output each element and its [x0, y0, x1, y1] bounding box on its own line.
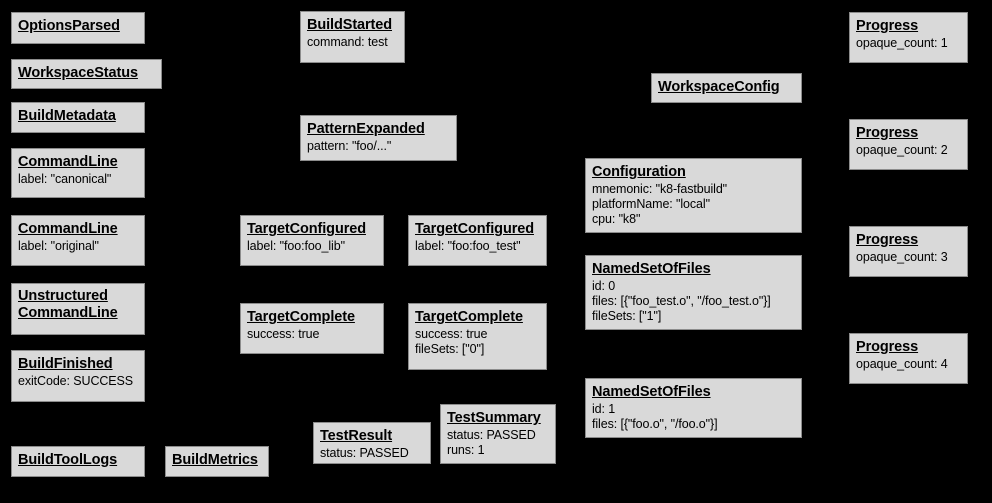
event-node-title: Progress	[856, 18, 919, 34]
event-node-field: cpu: "k8"	[592, 212, 641, 226]
event-node-build-metadata[interactable]: BuildMetadata	[11, 102, 145, 133]
event-node-build-tool-logs[interactable]: BuildToolLogs	[11, 446, 145, 477]
event-node-fields: opaque_count: 4	[856, 357, 961, 372]
event-node-title: Progress	[856, 232, 919, 248]
event-node-command-line-canonical[interactable]: CommandLine label: "canonical"	[11, 148, 145, 198]
event-node-fields: opaque_count: 2	[856, 143, 961, 158]
event-node-unstructured-command-line[interactable]: Unstructured CommandLine	[11, 283, 145, 335]
event-node-fields: pattern: "foo/..."	[307, 139, 450, 154]
event-node-progress-1[interactable]: Progress opaque_count: 1	[849, 12, 968, 63]
event-node-title: TargetComplete	[247, 309, 355, 325]
event-node-field: opaque_count: 3	[856, 250, 948, 264]
event-node-progress-2[interactable]: Progress opaque_count: 2	[849, 119, 968, 170]
event-node-field: pattern: "foo/..."	[307, 139, 392, 153]
event-node-title: TargetConfigured	[415, 221, 534, 237]
event-node-fields: opaque_count: 3	[856, 250, 961, 265]
event-node-fields: exitCode: SUCCESS	[18, 374, 138, 389]
event-node-title: TestResult	[320, 428, 393, 444]
event-node-options-parsed[interactable]: OptionsParsed	[11, 12, 145, 44]
event-node-title: BuildMetadata	[18, 108, 116, 124]
event-node-fields: mnemonic: "k8-fastbuild"platformName: "l…	[592, 182, 795, 227]
event-node-field: id: 1	[592, 402, 616, 416]
event-node-title: Progress	[856, 339, 919, 355]
event-node-fields: label: "foo:foo_lib"	[247, 239, 377, 254]
event-node-title: Unstructured CommandLine	[18, 288, 118, 321]
event-node-configuration[interactable]: Configuration mnemonic: "k8-fastbuild"pla…	[585, 158, 802, 233]
event-node-title: WorkspaceStatus	[18, 65, 138, 81]
event-node-field: exitCode: SUCCESS	[18, 374, 134, 388]
event-node-field: fileSets: ["1"]	[592, 309, 662, 323]
event-node-field: runs: 1	[447, 443, 485, 457]
event-node-title: WorkspaceConfig	[658, 79, 780, 95]
event-node-title: BuildStarted	[307, 17, 393, 33]
event-node-target-complete-lib[interactable]: TargetComplete success: true	[240, 303, 384, 354]
event-node-title: BuildToolLogs	[18, 452, 118, 468]
event-node-field: label: "foo:foo_lib"	[247, 239, 345, 253]
event-node-fields: status: PASSED	[320, 446, 424, 461]
event-node-field: label: "canonical"	[18, 172, 112, 186]
event-node-title: PatternExpanded	[307, 121, 425, 137]
event-node-field: fileSets: ["0"]	[415, 342, 485, 356]
event-node-field: files: [{"foo_test.o", "/foo_test.o"}]	[592, 294, 771, 308]
event-node-fields: label: "original"	[18, 239, 138, 254]
event-node-title: CommandLine	[18, 154, 118, 170]
event-node-title: CommandLine	[18, 221, 118, 237]
event-node-field: opaque_count: 1	[856, 36, 948, 50]
event-node-fields: opaque_count: 1	[856, 36, 961, 51]
event-node-fields: success: true	[247, 327, 377, 342]
event-node-field: label: "original"	[18, 239, 99, 253]
event-node-field: status: PASSED	[447, 428, 536, 442]
event-node-field: mnemonic: "k8-fastbuild"	[592, 182, 728, 196]
event-node-title: BuildFinished	[18, 356, 113, 372]
event-node-field: id: 0	[592, 279, 616, 293]
event-node-field: status: PASSED	[320, 446, 409, 460]
event-node-command-line-original[interactable]: CommandLine label: "original"	[11, 215, 145, 266]
event-node-workspace-status[interactable]: WorkspaceStatus	[11, 59, 162, 89]
event-node-build-finished[interactable]: BuildFinished exitCode: SUCCESS	[11, 350, 145, 402]
event-node-workspace-config[interactable]: WorkspaceConfig	[651, 73, 802, 103]
event-node-build-started[interactable]: BuildStarted command: test	[300, 11, 405, 63]
event-node-title: BuildMetrics	[172, 452, 258, 468]
event-node-title: NamedSetOfFiles	[592, 384, 711, 400]
event-node-field: success: true	[247, 327, 320, 341]
event-node-field: opaque_count: 4	[856, 357, 948, 371]
event-node-title: NamedSetOfFiles	[592, 261, 711, 277]
event-node-field: files: [{"foo.o", "/foo.o"}]	[592, 417, 718, 431]
event-node-title: Progress	[856, 125, 919, 141]
event-node-target-configured-foo-test[interactable]: TargetConfigured label: "foo:foo_test"	[408, 215, 547, 266]
event-node-field: command: test	[307, 35, 388, 49]
event-node-progress-4[interactable]: Progress opaque_count: 4	[849, 333, 968, 384]
event-node-title: TestSummary	[447, 410, 541, 426]
event-node-progress-3[interactable]: Progress opaque_count: 3	[849, 226, 968, 277]
event-node-title: OptionsParsed	[18, 18, 120, 34]
event-node-title: Configuration	[592, 164, 686, 180]
event-node-field: opaque_count: 2	[856, 143, 948, 157]
event-node-fields: label: "canonical"	[18, 172, 138, 187]
event-node-target-configured-foo-lib[interactable]: TargetConfigured label: "foo:foo_lib"	[240, 215, 384, 266]
event-node-field: platformName: "local"	[592, 197, 710, 211]
event-node-build-metrics[interactable]: BuildMetrics	[165, 446, 269, 477]
event-node-fields: label: "foo:foo_test"	[415, 239, 540, 254]
event-node-field: success: true	[415, 327, 488, 341]
event-node-field: label: "foo:foo_test"	[415, 239, 521, 253]
event-node-title: TargetComplete	[415, 309, 523, 325]
event-node-pattern-expanded[interactable]: PatternExpanded pattern: "foo/..."	[300, 115, 457, 161]
event-node-test-result[interactable]: TestResult status: PASSED	[313, 422, 431, 464]
event-node-title: TargetConfigured	[247, 221, 366, 237]
event-node-fields: command: test	[307, 35, 398, 50]
